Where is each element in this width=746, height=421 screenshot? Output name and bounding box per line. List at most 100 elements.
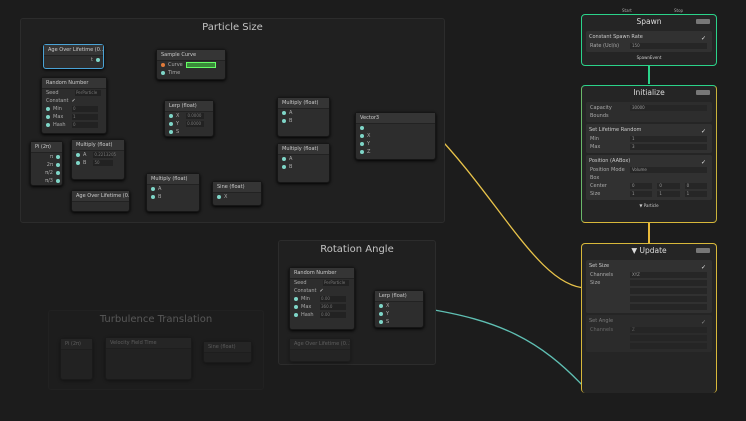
- node-sine-2[interactable]: Sine (float): [203, 341, 252, 363]
- node-age-over-lifetime[interactable]: Age Over Lifetime (0..1) t: [43, 44, 104, 69]
- min-field[interactable]: 0.00: [320, 296, 346, 302]
- flow-input-stop[interactable]: Stop: [674, 8, 684, 13]
- input-port[interactable]: [360, 142, 364, 146]
- size-x[interactable]: 1: [630, 191, 653, 197]
- input-port[interactable]: [294, 305, 298, 309]
- node-pi-2[interactable]: Pi (2π): [60, 338, 93, 380]
- output-port[interactable]: [56, 155, 60, 159]
- input-port[interactable]: [161, 71, 165, 75]
- enabled-checkbox[interactable]: ✓: [700, 35, 706, 42]
- hash-field[interactable]: 0.00: [320, 312, 346, 318]
- hash-field[interactable]: 0: [72, 122, 98, 128]
- size-z[interactable]: 1: [684, 191, 707, 197]
- input-port[interactable]: [294, 297, 298, 301]
- node-age-over-lifetime-2[interactable]: Age Over Lifetime (0..1): [71, 190, 130, 212]
- input-port[interactable]: [360, 150, 364, 154]
- input-port[interactable]: [379, 312, 383, 316]
- size-y[interactable]: 1: [657, 191, 680, 197]
- input-port[interactable]: [282, 157, 286, 161]
- center-x[interactable]: 0: [630, 183, 653, 189]
- node-multiply-3[interactable]: Multiply (float) A B: [277, 97, 330, 137]
- input-port[interactable]: [151, 195, 155, 199]
- input-port[interactable]: [46, 123, 50, 127]
- checkbox[interactable]: ✓: [319, 288, 324, 294]
- input-port[interactable]: [360, 134, 364, 138]
- checkbox[interactable]: ✓: [71, 98, 76, 104]
- block-constant-spawn-rate[interactable]: Constant Spawn Rate✓ Rate (Ucl/s)150: [586, 31, 712, 52]
- input-port[interactable]: [282, 111, 286, 115]
- flow-input-start[interactable]: Start: [622, 8, 632, 13]
- size-y-field[interactable]: [630, 296, 707, 302]
- center-z[interactable]: 0: [684, 183, 707, 189]
- curve-preview[interactable]: [185, 62, 216, 68]
- input-port[interactable]: [161, 63, 165, 67]
- input-port[interactable]: [379, 304, 383, 308]
- angle-field[interactable]: [630, 335, 707, 341]
- size-z-field[interactable]: [630, 304, 707, 310]
- input-port[interactable]: [282, 165, 286, 169]
- node-pi[interactable]: Pi (2π) π 2π π/2 π/3: [30, 141, 63, 186]
- input-port[interactable]: [282, 119, 286, 123]
- enabled-checkbox[interactable]: ✓: [700, 319, 706, 326]
- max-field[interactable]: 1: [72, 114, 98, 120]
- node-age-over-lifetime-3[interactable]: Age Over Lifetime (0..1): [289, 338, 351, 362]
- input-port[interactable]: [151, 187, 155, 191]
- min-field[interactable]: 1: [630, 136, 707, 142]
- capacity-field[interactable]: 30000: [630, 105, 707, 111]
- input-port[interactable]: [169, 122, 173, 126]
- input-port[interactable]: [46, 115, 50, 119]
- group-turbulence-translation[interactable]: Turbulence Translation: [48, 310, 264, 390]
- input-port[interactable]: [169, 130, 173, 134]
- output-port[interactable]: [56, 163, 60, 167]
- node-multiply-2[interactable]: Multiply (float) A B: [146, 173, 200, 212]
- size-field[interactable]: [630, 280, 707, 286]
- enabled-checkbox[interactable]: ✓: [700, 264, 706, 271]
- input-port[interactable]: [379, 320, 383, 324]
- node-vector3[interactable]: Vector3 X Y Z: [355, 112, 436, 160]
- channels-dropdown[interactable]: XYZ: [630, 272, 707, 278]
- input-port[interactable]: [294, 313, 298, 317]
- size-x-field[interactable]: [630, 288, 707, 294]
- input-port[interactable]: [169, 114, 173, 118]
- output-port[interactable]: [96, 58, 100, 62]
- angle-field[interactable]: [630, 343, 707, 349]
- input-port[interactable]: [46, 107, 50, 111]
- context-spawn[interactable]: Start Stop Spawn Constant Spawn Rate✓ Ra…: [581, 8, 717, 66]
- settings-badge[interactable]: [696, 248, 710, 253]
- output-port[interactable]: [56, 179, 60, 183]
- a-field[interactable]: 0.2213205: [93, 152, 117, 158]
- b-field[interactable]: 50: [93, 160, 114, 166]
- input-port[interactable]: [76, 153, 80, 157]
- node-lerp-2[interactable]: Lerp (float) X Y S: [374, 290, 424, 328]
- output-port[interactable]: [56, 171, 60, 175]
- settings-badge[interactable]: [696, 19, 710, 24]
- node-multiply-4[interactable]: Multiply (float) A B: [277, 143, 330, 183]
- max-field[interactable]: 360.0: [320, 304, 346, 310]
- seed-dropdown[interactable]: PerParticle: [323, 280, 349, 286]
- rate-field[interactable]: 150: [630, 43, 707, 49]
- min-field[interactable]: 0: [72, 106, 98, 112]
- settings-badge[interactable]: [696, 90, 710, 95]
- input-port[interactable]: [360, 126, 364, 130]
- input-port[interactable]: [217, 195, 221, 199]
- center-y[interactable]: 0: [657, 183, 680, 189]
- node-sine[interactable]: Sine (float) X: [212, 181, 262, 206]
- enabled-checkbox[interactable]: ✓: [700, 128, 706, 135]
- node-velocity-field-time[interactable]: Velocity Field Time: [105, 337, 192, 380]
- y-field[interactable]: 0.0000: [186, 121, 205, 127]
- input-port[interactable]: [76, 161, 80, 165]
- x-field[interactable]: 0.0000: [186, 113, 205, 119]
- enabled-checkbox[interactable]: ✓: [700, 159, 706, 166]
- position-mode-dropdown[interactable]: Volume: [630, 167, 707, 173]
- channels-dropdown[interactable]: Z: [630, 327, 707, 333]
